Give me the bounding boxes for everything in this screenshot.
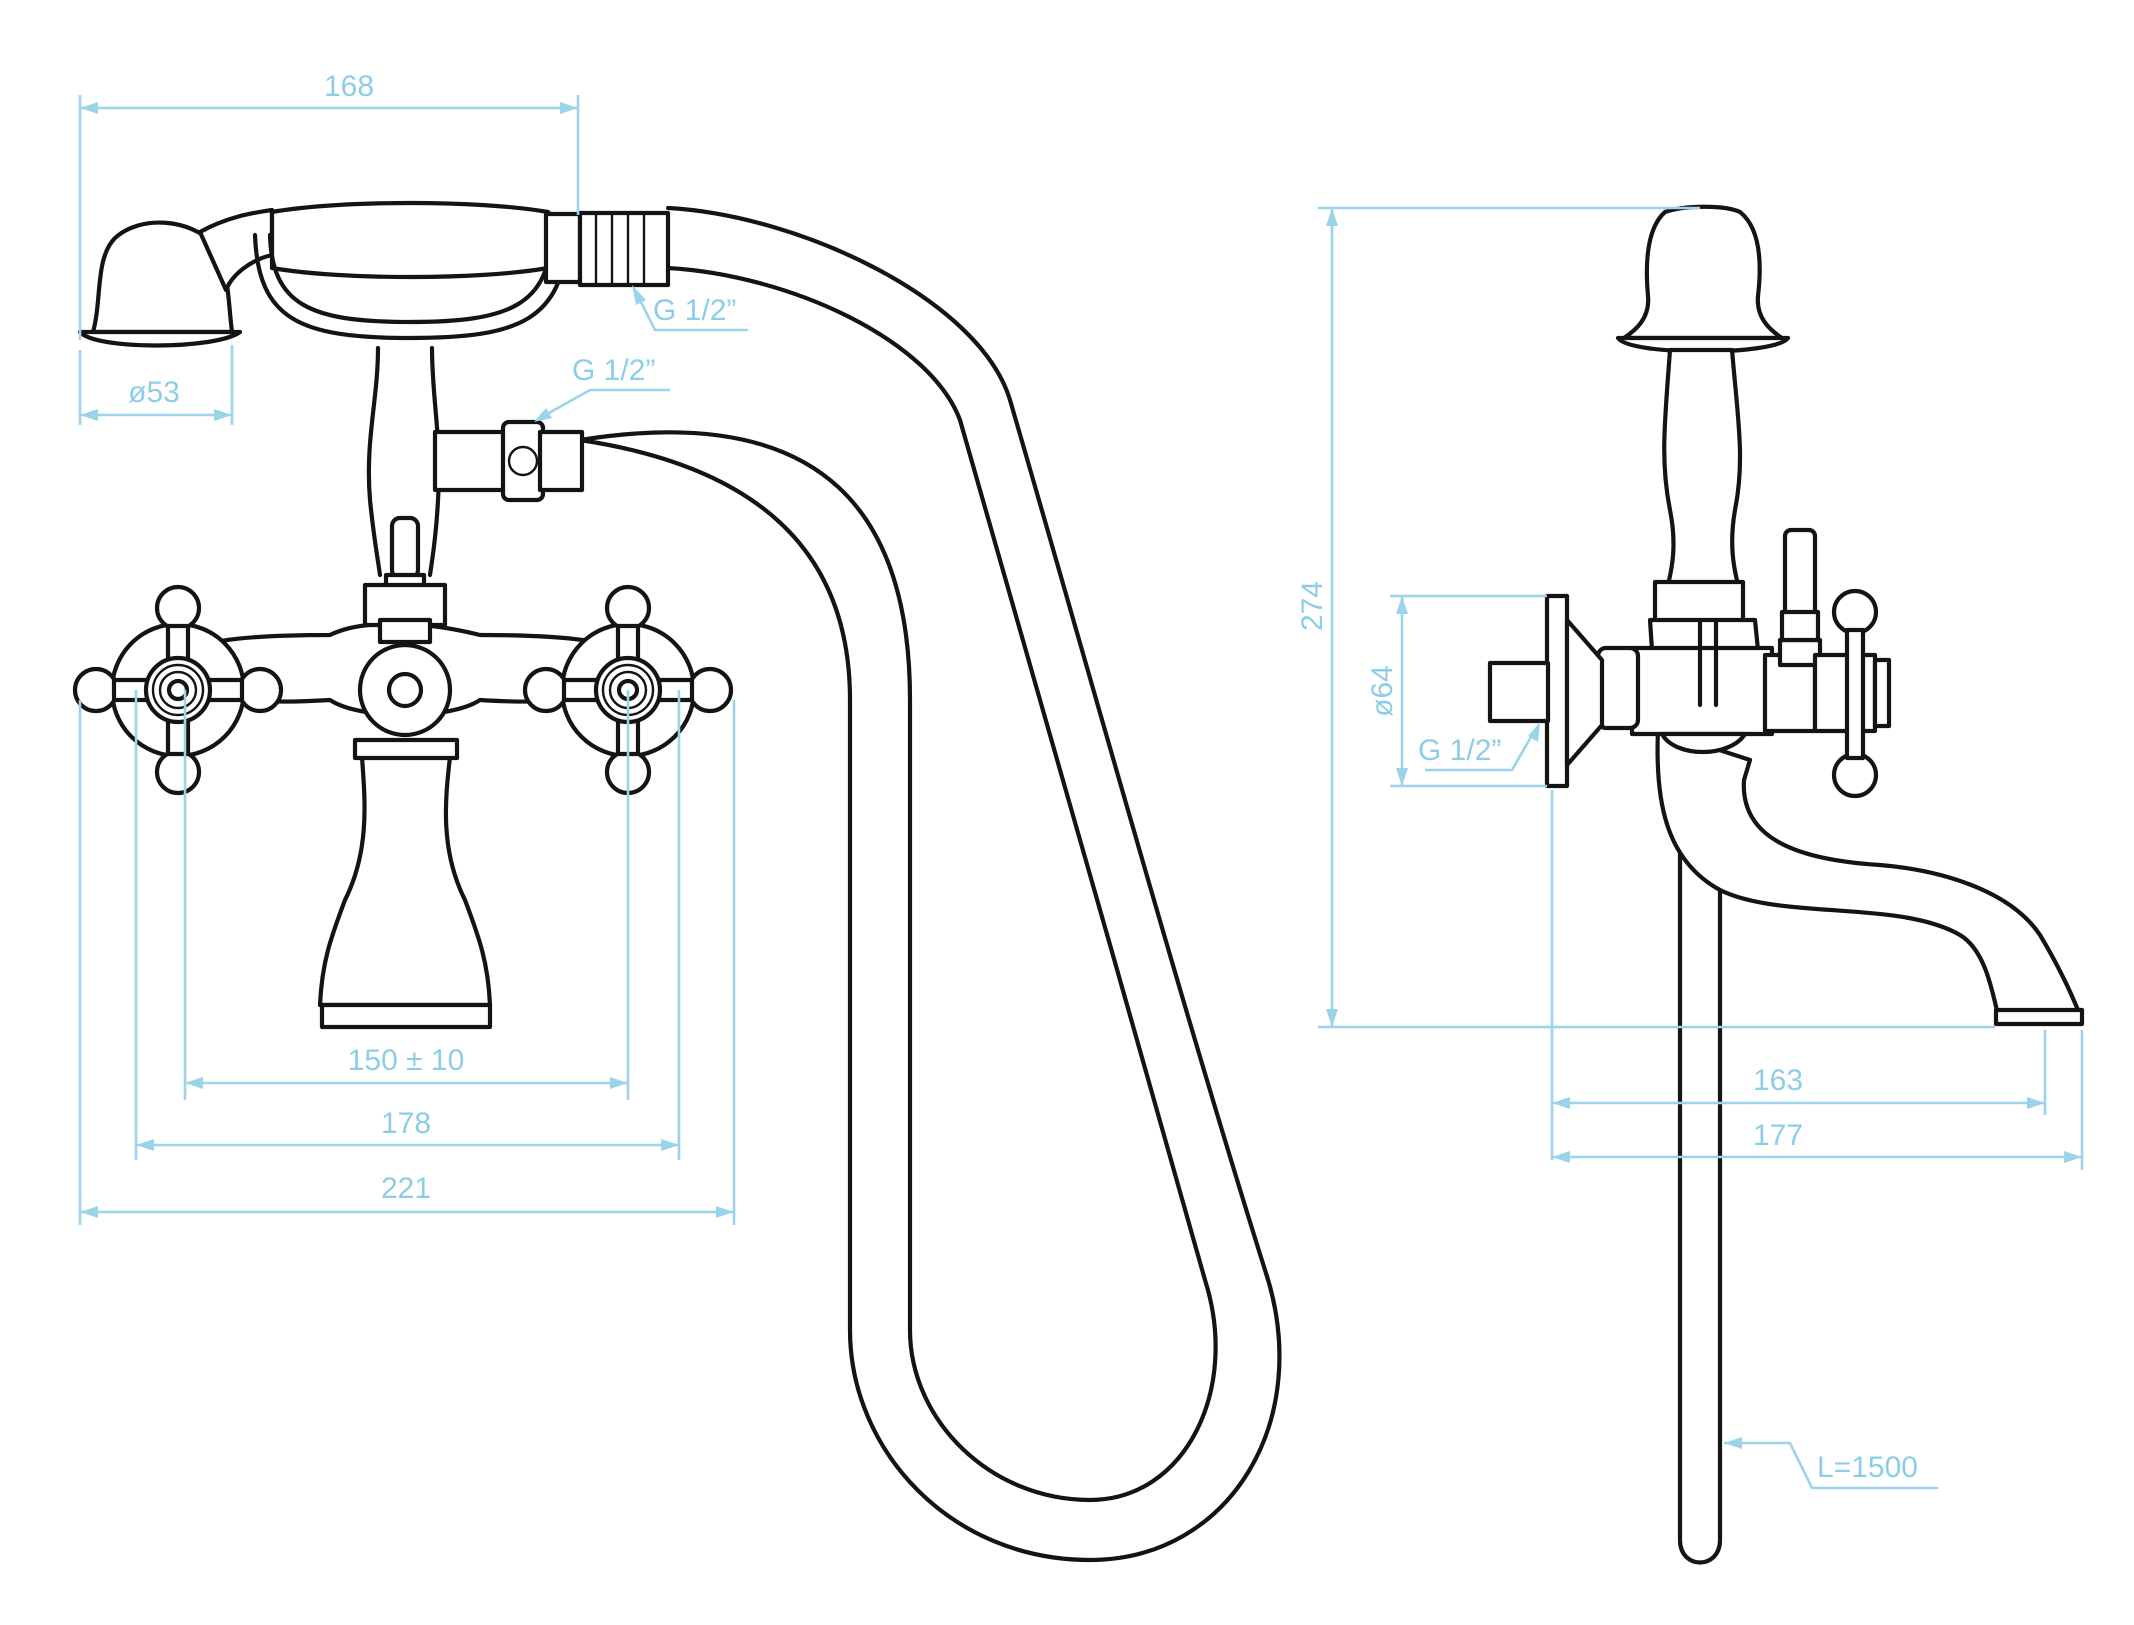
svg-text:G 1/2”: G 1/2”: [1418, 734, 1501, 767]
dim-center-distance: 150 ± 10: [183, 690, 630, 1100]
svg-text:ø64: ø64: [1366, 665, 1399, 717]
dim-total-width: 221: [78, 700, 736, 1225]
cradle-pillar: [366, 345, 383, 578]
dim-spout-reach: 163: [1550, 790, 2047, 1160]
dim-total-depth: 177: [1552, 1030, 2084, 1170]
svg-text:G 1/2”: G 1/2”: [572, 354, 655, 387]
svg-text:150 ± 10: 150 ± 10: [348, 1044, 465, 1077]
svg-text:ø53: ø53: [128, 376, 180, 409]
mixer-stand: [317, 754, 493, 1008]
side-shower-head: [1621, 204, 1785, 341]
dim-shower-diameter: ø53: [78, 345, 234, 425]
hand-shower: [77, 200, 671, 348]
dim-168: 168: [78, 70, 580, 340]
shower-hose: [577, 205, 1282, 1563]
dim-outlet-thread: G 1/2”: [534, 354, 670, 422]
dim-flange-diameter: ø64: [1366, 594, 1547, 788]
outlet-nut: [432, 419, 585, 503]
svg-text:177: 177: [1753, 1119, 1803, 1152]
side-view: [1487, 204, 2085, 1565]
side-hose: [1677, 797, 1723, 1565]
dim-hose-length: L=1500: [1724, 1437, 1938, 1490]
dimensions: 168 ø53 G 1/2” G 1/2” 150 ± 10: [78, 70, 2084, 1490]
left-cross-handle: [75, 587, 281, 793]
svg-text:168: 168: [324, 70, 374, 103]
svg-text:221: 221: [381, 1172, 431, 1205]
dim-handle-span: 178: [134, 690, 681, 1160]
front-view: [75, 200, 1282, 1563]
svg-text:L=1500: L=1500: [1817, 1451, 1918, 1484]
svg-text:G 1/2”: G 1/2”: [653, 294, 736, 327]
svg-text:178: 178: [381, 1107, 431, 1140]
svg-text:274: 274: [1296, 581, 1329, 631]
dim-inlet-thread: G 1/2”: [1418, 722, 1540, 772]
svg-text:163: 163: [1753, 1064, 1803, 1097]
dim-shower-thread: G 1/2”: [632, 285, 748, 332]
dim-height: 274: [1296, 206, 1995, 1029]
